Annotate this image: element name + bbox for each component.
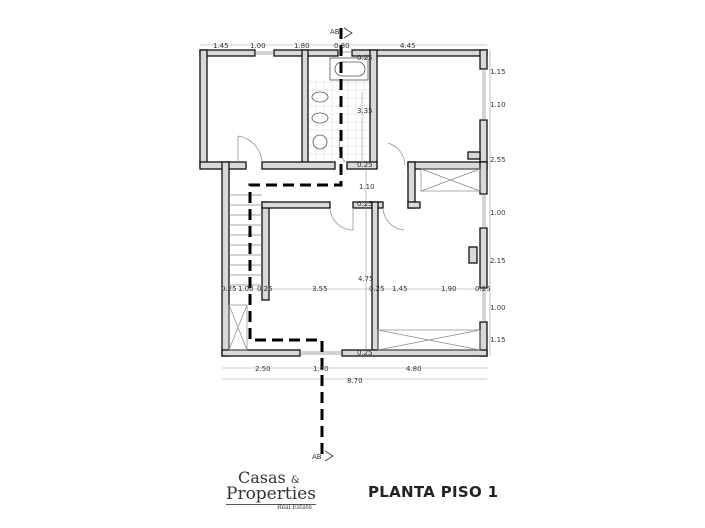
dim-label: 1.45 — [213, 42, 229, 50]
dim-label: 1.90 — [441, 285, 457, 293]
logo-line1: Casas — [238, 468, 286, 487]
dimension-lines — [200, 44, 491, 380]
section-marker-top: AB — [330, 28, 340, 36]
walls — [199, 49, 488, 357]
section-cut-line — [248, 27, 353, 462]
dim-label: 1.00 — [238, 285, 254, 293]
dim-label: 0.25 — [357, 161, 373, 169]
bottom-dimensions: 2.50 1.40 4.80 8.70 — [255, 365, 422, 385]
dim-label: 1.10 — [490, 101, 506, 109]
dim-label: 0.25 — [257, 285, 273, 293]
dim-label: 0.25 — [357, 200, 373, 208]
right-dimensions: 1.15 1.10 2.55 1.00 2.15 1.00 1.15 — [490, 68, 506, 344]
top-dimensions: 1.45 1.00 1.80 0.80 4.45 — [213, 42, 416, 50]
dim-label: 1.00 — [490, 209, 506, 217]
dim-label: 4.45 — [400, 42, 416, 50]
dim-label: 3.55 — [312, 285, 328, 293]
dim-label: 2.15 — [490, 257, 506, 265]
dim-label: 4.80 — [406, 365, 422, 373]
dim-label: 1.00 — [250, 42, 266, 50]
plan-title: PLANTA PISO 1 — [368, 483, 499, 501]
dim-label: 0.80 — [334, 42, 350, 50]
dim-label: 0.25 — [357, 54, 373, 62]
stairs — [229, 194, 262, 286]
dim-label: 0.25 — [221, 285, 237, 293]
dim-label: 0.25 — [475, 285, 491, 293]
dim-label: 3.35 — [357, 107, 373, 115]
closets — [228, 168, 481, 351]
dim-label: 1.15 — [490, 68, 506, 76]
openings — [237, 51, 486, 355]
middle-dimensions: 0.25 1.00 0.25 3.55 0.25 1.45 1.90 0.25 — [221, 285, 491, 293]
logo-amp: & — [290, 475, 300, 486]
dim-label: 2.55 — [490, 156, 506, 164]
dim-label: 1.10 — [359, 183, 375, 191]
dim-label: 1.40 — [313, 365, 329, 373]
dim-total: 8.70 — [347, 377, 363, 385]
dim-label: 1.00 — [490, 304, 506, 312]
dim-label: 4.75 — [358, 275, 374, 283]
dim-label: 1.80 — [294, 42, 310, 50]
section-marker-bottom: AB — [312, 453, 322, 461]
dim-label: 1.45 — [392, 285, 408, 293]
dim-label: 0.25 — [357, 349, 373, 357]
logo-line2: Properties — [226, 484, 316, 504]
company-logo: Casas & Properties Real Estate — [226, 470, 316, 511]
logo-line3: Real Estate — [226, 504, 316, 511]
dim-label: 0.25 — [369, 285, 385, 293]
dim-label: 2.50 — [255, 365, 271, 373]
dim-label: 1.15 — [490, 336, 506, 344]
